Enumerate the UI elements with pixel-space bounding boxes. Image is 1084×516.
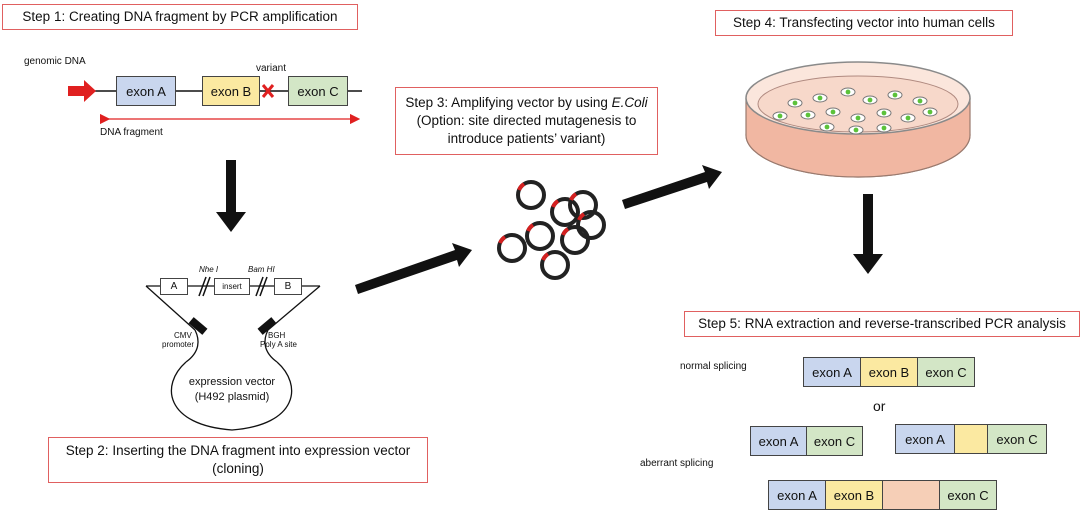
retention-exon-c: exon C	[939, 480, 997, 510]
plasmid-box-a: A	[160, 278, 188, 295]
step4-label: Step 4: Transfecting vector into human c…	[733, 14, 995, 30]
cmv-promoter-block	[188, 317, 208, 335]
partial-exon-a: exon A	[895, 424, 955, 454]
plasmid-red-marks	[498, 182, 586, 261]
retention-intron	[882, 480, 940, 510]
nhe-site-label: Nhe I	[199, 265, 219, 274]
aberrant-splicing-label: aberrant splicing	[640, 458, 714, 469]
vector-label: expression vector (H492 plasmid)	[172, 375, 292, 406]
or-label: or	[873, 398, 886, 414]
step3-line3: introduce patients’ variant)	[447, 131, 606, 147]
bam-site-label: Bam HI	[248, 265, 275, 274]
retention-exon-a: exon A	[768, 480, 826, 510]
retention-exon-b: exon B	[825, 480, 883, 510]
skip-exon-c: exon C	[806, 426, 863, 456]
cmv-label-1: CMV	[174, 331, 192, 340]
normal-exon-a: exon A	[803, 357, 861, 387]
step3-box: Step 3: Amplifying vector by using E.Col…	[395, 87, 658, 155]
arrow-step3-to-step4	[622, 165, 722, 209]
arrow-step1-to-step2	[216, 160, 246, 232]
genomic-dna-label: genomic DNA	[24, 56, 86, 67]
step3-line1-prefix: Step 3: Amplifying vector by using	[405, 94, 612, 110]
dna-fragment-label: DNA fragment	[100, 127, 163, 138]
arrow-step2-to-step3	[355, 243, 472, 294]
step2-box: Step 2: Inserting the DNA fragment into …	[48, 437, 428, 483]
step5-label: Step 5: RNA extraction and reverse-trans…	[698, 315, 1066, 331]
arrow-step4-to-step5	[853, 194, 883, 274]
plasmid-rings	[497, 180, 606, 280]
step3-line1: Step 3: Amplifying vector by using E.Col…	[405, 94, 647, 112]
step1-box: Step 1: Creating DNA fragment by PCR amp…	[2, 4, 358, 30]
variant-marker-icon	[261, 84, 275, 98]
plasmid-insert-box: insert	[214, 278, 250, 295]
cell-nuclei	[777, 89, 933, 133]
step3-ecoli: E.Coli	[611, 94, 648, 110]
bam-site-mark-2	[259, 276, 268, 297]
normal-splicing-label: normal splicing	[680, 361, 747, 372]
step3-line2: (Option: site directed mutagenesis to	[416, 112, 637, 128]
step5-box: Step 5: RNA extraction and reverse-trans…	[684, 311, 1080, 337]
partial-exon-b-fragment	[954, 424, 988, 454]
step1-label: Step 1: Creating DNA fragment by PCR amp…	[22, 8, 338, 24]
step2-line1: Step 2: Inserting the DNA fragment into …	[65, 442, 411, 458]
nhe-site-mark-2	[202, 276, 211, 297]
bam-site-mark-1	[255, 276, 264, 297]
nhe-site-mark-1	[198, 276, 207, 297]
cmv-label-2: promoter	[162, 340, 195, 349]
variant-label: variant	[256, 63, 287, 74]
normal-exon-c: exon C	[917, 357, 975, 387]
vector-label-line1: expression vector	[188, 376, 276, 388]
genomic-exon-c: exon C	[288, 76, 348, 106]
bgh-label-1: BGH	[268, 331, 286, 340]
step2-line2: (cloning)	[212, 461, 264, 476]
skip-exon-a: exon A	[750, 426, 807, 456]
genomic-exon-b: exon B	[202, 76, 260, 106]
expression-vector-plasmid	[145, 285, 321, 431]
normal-exon-b: exon B	[860, 357, 918, 387]
plasmid-box-b: B	[274, 278, 302, 295]
genomic-exon-a: exon A	[116, 76, 176, 106]
bgh-polya-block	[257, 317, 277, 335]
step4-box: Step 4: Transfecting vector into human c…	[715, 10, 1013, 36]
vector-label-line2: (H492 plasmid)	[194, 391, 270, 404]
partial-exon-c: exon C	[987, 424, 1047, 454]
promoter-arrow	[68, 80, 96, 102]
bgh-label-2: Poly A site	[260, 340, 297, 349]
